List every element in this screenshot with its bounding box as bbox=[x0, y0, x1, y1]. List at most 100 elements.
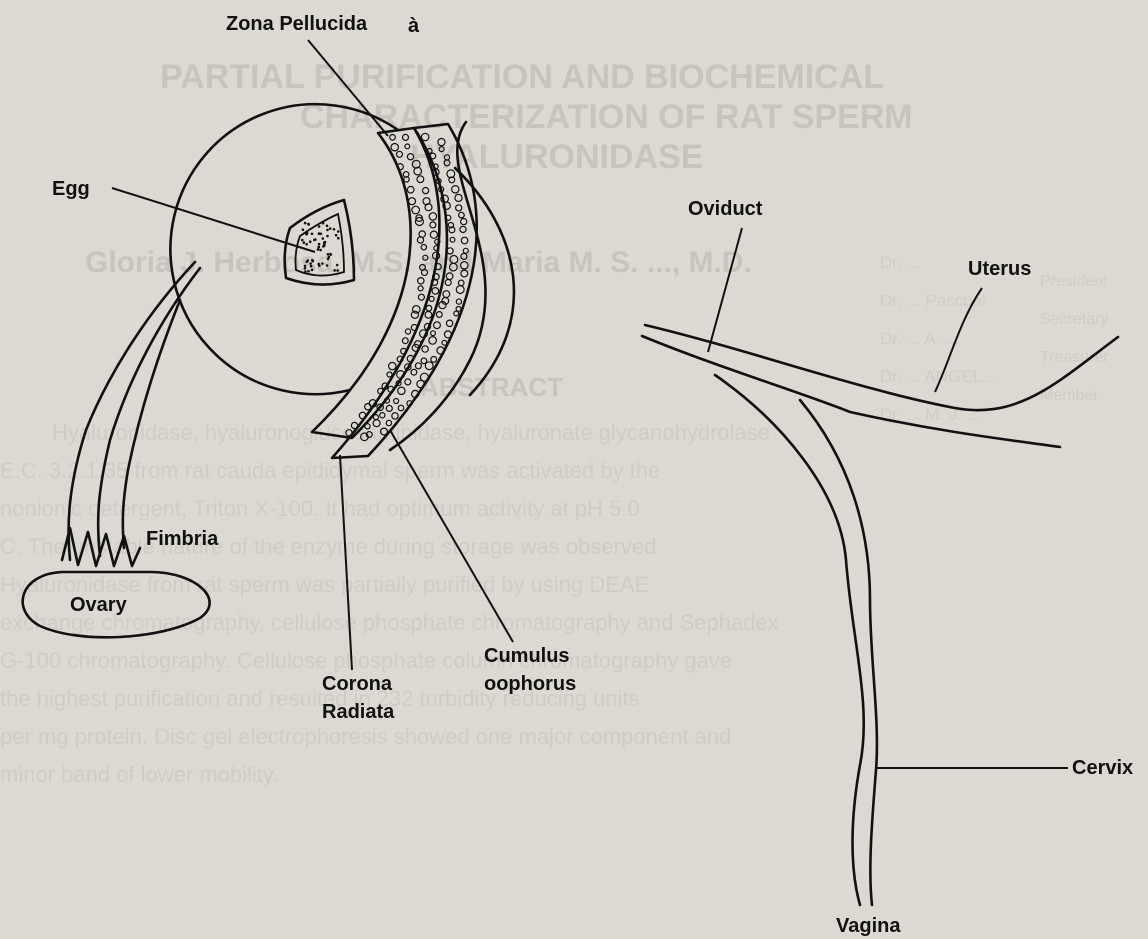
cumulus-cell bbox=[434, 322, 441, 329]
corona-cell bbox=[387, 372, 392, 377]
egg-dot bbox=[311, 259, 314, 262]
corona-cell bbox=[397, 151, 403, 157]
ghost-sidebar-1: Dr. ... bbox=[880, 253, 921, 272]
label-ovary: Ovary bbox=[70, 594, 128, 616]
egg-dot bbox=[318, 264, 321, 267]
cumulus-cell bbox=[398, 405, 404, 411]
corona-cell bbox=[402, 338, 408, 344]
corona-cell bbox=[423, 188, 429, 194]
label-zona-pellucida: Zona Pellucida bbox=[226, 13, 368, 35]
egg-dot bbox=[311, 269, 314, 272]
egg-dot bbox=[328, 256, 331, 259]
ghost-abstract-line: E.C. 3.2.1.35 from rat cauda epididymal … bbox=[0, 458, 660, 483]
corona-cell bbox=[432, 288, 439, 295]
cumulus-cell bbox=[456, 299, 461, 304]
egg-dot bbox=[317, 248, 320, 251]
corona-cell bbox=[405, 144, 410, 149]
ghost-abstract-line: Hyaluronidase, hyaluronoglucosaminidase,… bbox=[52, 420, 770, 445]
cumulus-cell bbox=[392, 413, 398, 419]
ghost-abstract-heading: ABSTRACT bbox=[420, 372, 563, 402]
corona-cell bbox=[409, 198, 416, 205]
corona-cell bbox=[417, 176, 424, 183]
egg-dot bbox=[329, 227, 332, 230]
corona-cell bbox=[430, 222, 436, 228]
egg-dot bbox=[321, 262, 324, 265]
corona-cell bbox=[407, 186, 414, 193]
egg-dot bbox=[323, 244, 326, 247]
egg-dot bbox=[302, 228, 305, 231]
corona-cell bbox=[418, 294, 424, 300]
cumulus-cell bbox=[454, 311, 459, 316]
label-oviduct: Oviduct bbox=[688, 198, 763, 220]
cumulus-cell bbox=[446, 320, 452, 326]
leader-egg bbox=[112, 188, 315, 252]
cumulus-cell bbox=[456, 286, 464, 294]
cumulus-cell bbox=[431, 331, 436, 336]
corona-cell bbox=[426, 305, 432, 311]
egg-dot bbox=[306, 260, 309, 263]
egg-dot bbox=[311, 233, 314, 236]
corona-cell bbox=[373, 415, 378, 420]
egg-dot bbox=[318, 225, 321, 228]
cumulus-cell bbox=[429, 337, 437, 345]
egg-dot bbox=[307, 270, 310, 273]
egg-dot bbox=[335, 234, 338, 237]
ghost-role-4: Member bbox=[1040, 387, 1099, 404]
cumulus-cell bbox=[461, 237, 468, 244]
cumulus-cell bbox=[386, 405, 392, 411]
leader-corona-radiata bbox=[340, 455, 352, 670]
egg-dot bbox=[317, 246, 320, 249]
cumulus-cell bbox=[452, 186, 459, 193]
cumulus-cell bbox=[394, 399, 399, 404]
cumulus-cell bbox=[431, 357, 437, 363]
egg-dot bbox=[322, 237, 325, 240]
egg-dot bbox=[319, 233, 322, 236]
corona-cell bbox=[389, 362, 396, 369]
egg-dot bbox=[337, 230, 340, 233]
egg-dot bbox=[306, 232, 309, 235]
ghost-title-line-3: HYALURONIDASE bbox=[410, 138, 703, 176]
ghost-abstract-line: G-100 chromatography. Cellulose phosphat… bbox=[0, 648, 732, 673]
egg-dot bbox=[309, 240, 312, 243]
egg-dot bbox=[304, 270, 307, 273]
corona-cell bbox=[429, 213, 436, 220]
cumulus-cell bbox=[445, 280, 451, 286]
egg-dot bbox=[318, 243, 321, 246]
ghost-abstract-line: per mg protein. Disc gel electrophoresis… bbox=[0, 724, 731, 749]
cumulus-cell bbox=[380, 413, 385, 418]
egg-dot bbox=[326, 229, 329, 232]
label-cervix: Cervix bbox=[1072, 757, 1133, 779]
label-fimbria: Fimbria bbox=[146, 528, 219, 550]
egg-dot bbox=[304, 265, 307, 268]
tract-left-wall bbox=[715, 375, 864, 905]
tract-right-wall bbox=[800, 400, 877, 905]
ghost-abstract-line: minor band of lower mobility. bbox=[0, 762, 278, 787]
egg-dot bbox=[310, 265, 313, 268]
cumulus-cell bbox=[460, 226, 466, 232]
egg-dot bbox=[313, 239, 316, 242]
egg-dot bbox=[326, 225, 329, 228]
cumulus-cell bbox=[422, 346, 428, 352]
label-zona-mark: à bbox=[408, 15, 420, 37]
egg-dot bbox=[326, 264, 329, 267]
egg-dot bbox=[309, 262, 312, 265]
ghost-abstract-line: nonionic detergent, Triton X-100. It had… bbox=[0, 496, 640, 521]
cumulus-cell bbox=[456, 205, 462, 211]
cumulus-cell bbox=[461, 219, 467, 225]
ghost-sidebar-3: Dr. ... A. ... bbox=[880, 329, 959, 348]
corona-cell bbox=[429, 296, 434, 301]
egg-dot bbox=[337, 237, 340, 240]
egg-dot bbox=[305, 243, 308, 246]
egg-dot bbox=[307, 223, 310, 226]
egg-dot bbox=[336, 264, 339, 267]
corona-cell bbox=[405, 329, 410, 334]
cumulus-cell bbox=[450, 237, 455, 242]
cumulus-cell bbox=[398, 387, 405, 394]
corona-cell bbox=[430, 231, 437, 238]
egg-dot bbox=[327, 253, 330, 256]
cumulus-cell bbox=[458, 280, 464, 286]
cumulus-cell bbox=[405, 379, 411, 385]
ghost-role-1: President bbox=[1040, 273, 1108, 290]
corona-cell bbox=[425, 311, 432, 318]
